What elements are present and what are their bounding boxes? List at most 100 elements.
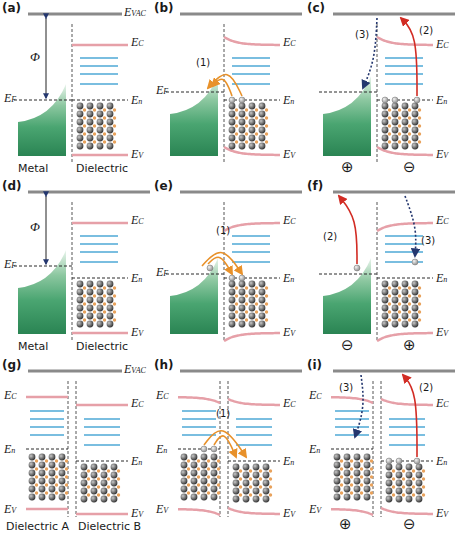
- atom: [354, 454, 361, 461]
- trap-level: [80, 251, 118, 253]
- atom: [77, 313, 84, 320]
- atom: [211, 454, 218, 461]
- trap-level: [236, 426, 272, 428]
- trap-level: [335, 426, 369, 428]
- atom: [39, 486, 46, 493]
- atom: [406, 472, 413, 479]
- atom: [259, 305, 266, 312]
- emission-arrow: [403, 375, 417, 457]
- atom: [107, 119, 114, 126]
- bond-atom: [350, 483, 353, 486]
- bond-atom: [370, 459, 373, 462]
- atom: [253, 472, 260, 479]
- trap-level: [385, 243, 423, 245]
- bond-atom: [103, 318, 106, 321]
- atom: [107, 143, 114, 150]
- atom: [191, 494, 198, 501]
- bond-atom: [245, 286, 248, 289]
- valence-band: [178, 509, 220, 515]
- bond-atom: [408, 310, 411, 313]
- atom: [229, 313, 236, 320]
- atom: [249, 297, 256, 304]
- bond-atom: [370, 491, 373, 494]
- atom: [97, 135, 104, 142]
- bond-atom: [93, 108, 96, 111]
- energy-level-label: En: [283, 455, 294, 469]
- atom: [259, 289, 266, 296]
- trap-level: [232, 251, 270, 253]
- atom: [396, 480, 403, 487]
- bond-atom: [388, 318, 391, 321]
- atom: [382, 305, 389, 312]
- atom: [334, 478, 341, 485]
- bond-atom: [418, 294, 421, 297]
- bond-atom: [340, 467, 343, 470]
- bond-atom: [402, 469, 405, 472]
- atom: [249, 135, 256, 142]
- trap-level: [236, 418, 272, 420]
- atom: [107, 313, 114, 320]
- atom: [334, 494, 341, 501]
- atom: [201, 486, 208, 493]
- atom: [49, 470, 56, 477]
- bond-atom: [370, 475, 373, 478]
- atom: [77, 305, 84, 312]
- electron: [396, 458, 402, 464]
- bond-atom: [239, 485, 242, 488]
- charge-sign: ⊖: [341, 338, 354, 353]
- atom: [344, 486, 351, 493]
- transfer-arrow: [208, 257, 232, 274]
- valence-band: [76, 513, 128, 516]
- conduction-band: [72, 44, 128, 47]
- bond-atom: [207, 467, 210, 470]
- bond-atom: [83, 294, 86, 297]
- trap-level: [236, 444, 272, 446]
- bond-atom: [235, 108, 238, 111]
- interface-line: [381, 381, 382, 517]
- bond-atom: [269, 469, 272, 472]
- electron: [386, 458, 392, 464]
- bond-atom: [418, 108, 421, 111]
- atom: [87, 127, 94, 134]
- valence-band: [228, 508, 280, 514]
- atom: [392, 321, 399, 328]
- transfer-arrow: [208, 75, 242, 96]
- atom: [253, 464, 260, 471]
- bond-atom: [265, 294, 268, 297]
- metal-body: [170, 258, 218, 334]
- atom: [201, 470, 208, 477]
- atom: [386, 472, 393, 479]
- bond-atom: [187, 483, 190, 486]
- energy-level-label: EV: [309, 503, 321, 517]
- atom: [97, 289, 104, 296]
- bond-atom: [245, 302, 248, 305]
- atom: [59, 470, 66, 477]
- bond-atom: [408, 302, 411, 305]
- energy-level-label: EV: [436, 148, 448, 162]
- atom: [111, 472, 118, 479]
- bond-atom: [265, 132, 268, 135]
- bond-atom: [259, 469, 262, 472]
- atom: [77, 321, 84, 328]
- atom: [344, 470, 351, 477]
- atom: [39, 494, 46, 501]
- atom: [101, 472, 108, 479]
- emission-arrow: [339, 196, 357, 264]
- energy-level-label: EV: [283, 507, 295, 521]
- bond-atom: [55, 459, 58, 462]
- conduction-band: [377, 37, 433, 45]
- bond-atom: [113, 132, 116, 135]
- bond-atom: [235, 318, 238, 321]
- bond-atom: [408, 318, 411, 321]
- atom: [249, 281, 256, 288]
- electron: [412, 259, 418, 265]
- atom: [243, 464, 250, 471]
- bond-atom: [408, 132, 411, 135]
- atom: [412, 313, 419, 320]
- atom: [107, 297, 114, 304]
- bond-atom: [93, 140, 96, 143]
- atom: [354, 494, 361, 501]
- atom: [344, 494, 351, 501]
- atom: [392, 281, 399, 288]
- interface-line: [377, 24, 378, 164]
